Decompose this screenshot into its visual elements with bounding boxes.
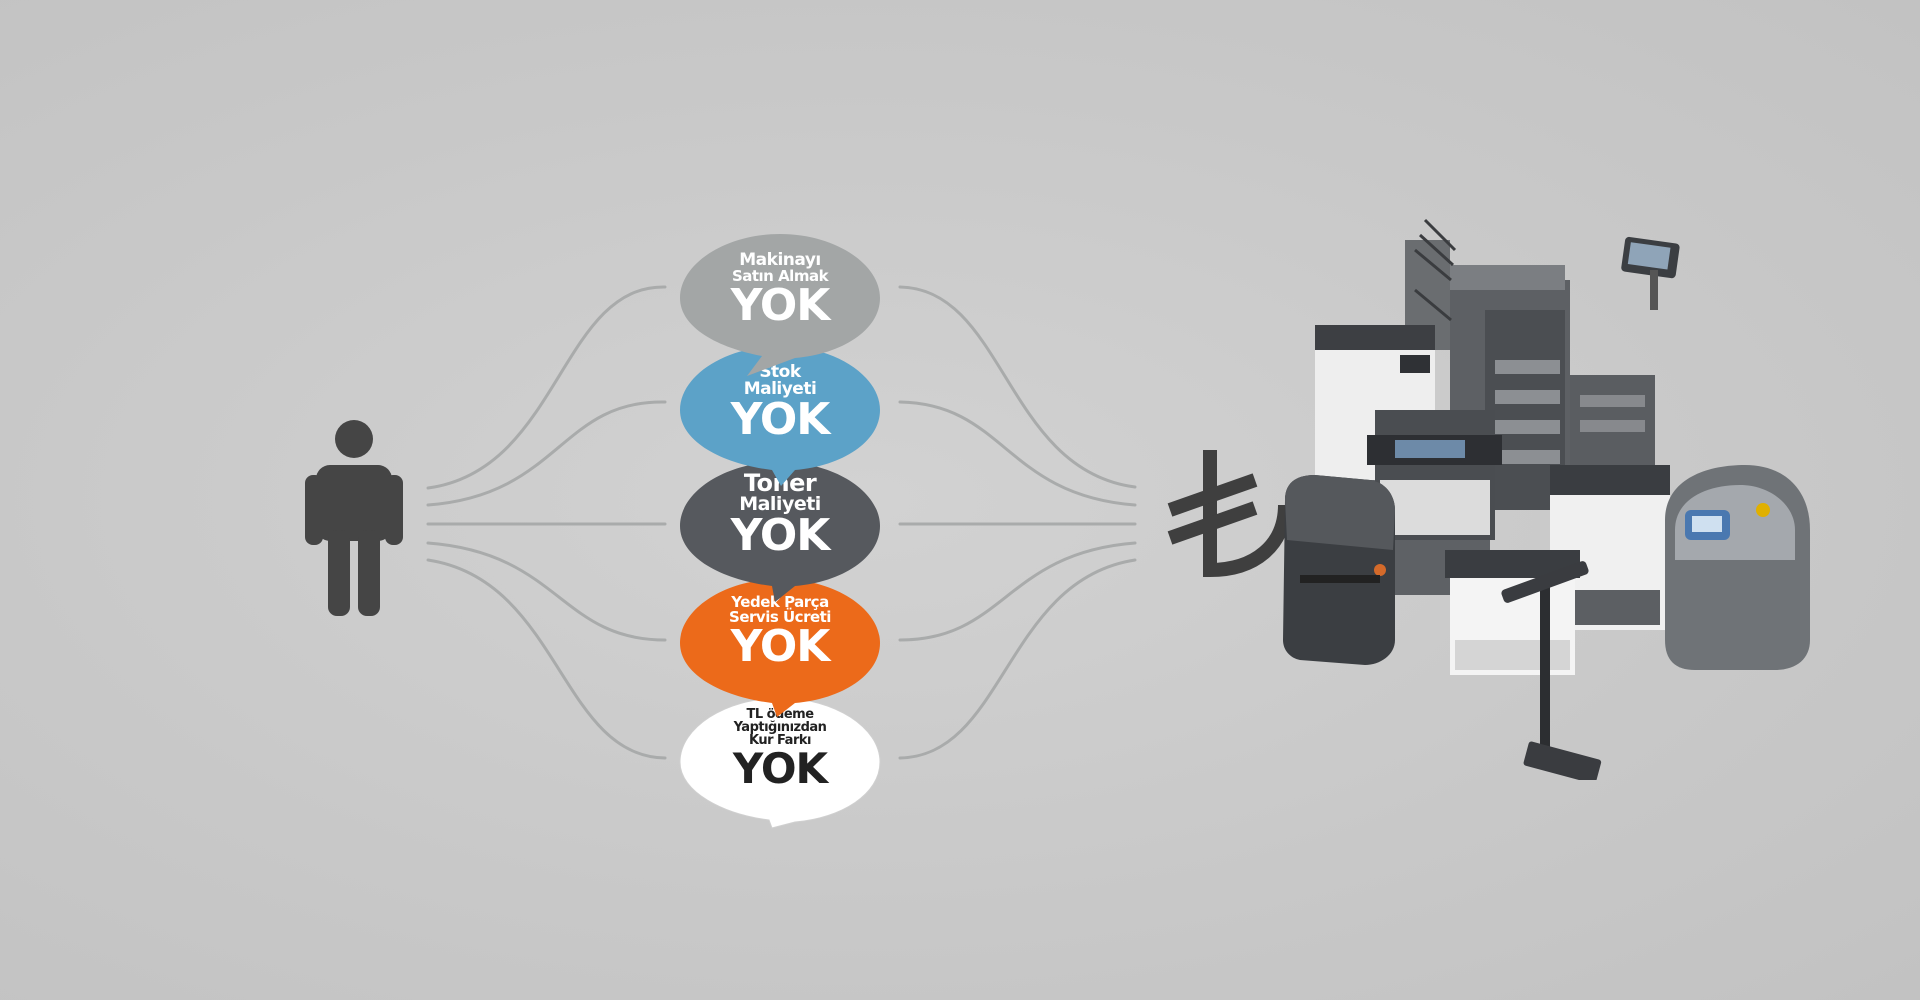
bubble-line-1: Yedek Parça	[731, 593, 829, 611]
bubble-kur-farki: TL ödeme Yaptığınızdan Kur Farkı YOK	[677, 690, 883, 830]
connector-right-5	[898, 558, 1137, 760]
connector-left-1	[426, 285, 667, 490]
bubble-yok: YOK	[730, 510, 831, 561]
connector-left-5	[426, 558, 667, 760]
connector-right-1	[898, 285, 1137, 489]
bubble-stok: Stok Maliyeti YOK	[677, 342, 883, 486]
label-printer-icon	[1283, 475, 1395, 665]
bubble-line-3: Kur Farkı	[749, 733, 811, 748]
bubble-line-1: Stok	[759, 362, 801, 382]
connector-right-2	[898, 400, 1137, 507]
speech-bubble-grey	[680, 234, 880, 376]
bubble-line-2: Maliyeti	[739, 493, 821, 515]
printer-devices-illustration	[1283, 218, 1810, 780]
bubble-line-2: Yaptığınızdan	[733, 720, 827, 735]
person-icon	[305, 420, 403, 616]
bubble-line-1: TL ödeme	[677, 708, 883, 721]
speech-bubble-blue	[680, 346, 880, 486]
bubble-line-2: Satın Almak	[731, 267, 829, 285]
connector-left-4	[426, 541, 667, 642]
bubble-line-1: Makinayı	[739, 250, 821, 270]
bubble-makinayi: Makinayı Satın Almak YOK	[677, 230, 883, 376]
speech-bubble-orange	[680, 579, 880, 717]
speech-bubble-dark	[680, 462, 880, 602]
large-mfp-icon	[1405, 218, 1680, 510]
bubble-yok: YOK	[730, 394, 831, 445]
bubble-yok: YOK	[730, 280, 831, 331]
document-camera-icon	[1501, 561, 1602, 780]
connector-right-4	[898, 541, 1137, 642]
turkish-lira-icon	[1167, 450, 1292, 578]
card-printer-icon	[1665, 465, 1810, 670]
bubble-toner: Toner Maliyeti YOK	[677, 458, 883, 602]
connector-left-2	[426, 400, 667, 507]
bubble-yok: YOK	[730, 621, 831, 672]
desktop-printer-icon	[1445, 550, 1580, 675]
speech-bubble-white	[679, 697, 881, 829]
bubble-line-2: Maliyeti	[743, 379, 817, 399]
bubble-yok: YOK	[732, 744, 828, 793]
bubble-yedek-parca: Yedek Parça Servis Ücreti YOK	[677, 575, 883, 717]
bubble-line-2: Servis Ücreti	[729, 608, 831, 626]
